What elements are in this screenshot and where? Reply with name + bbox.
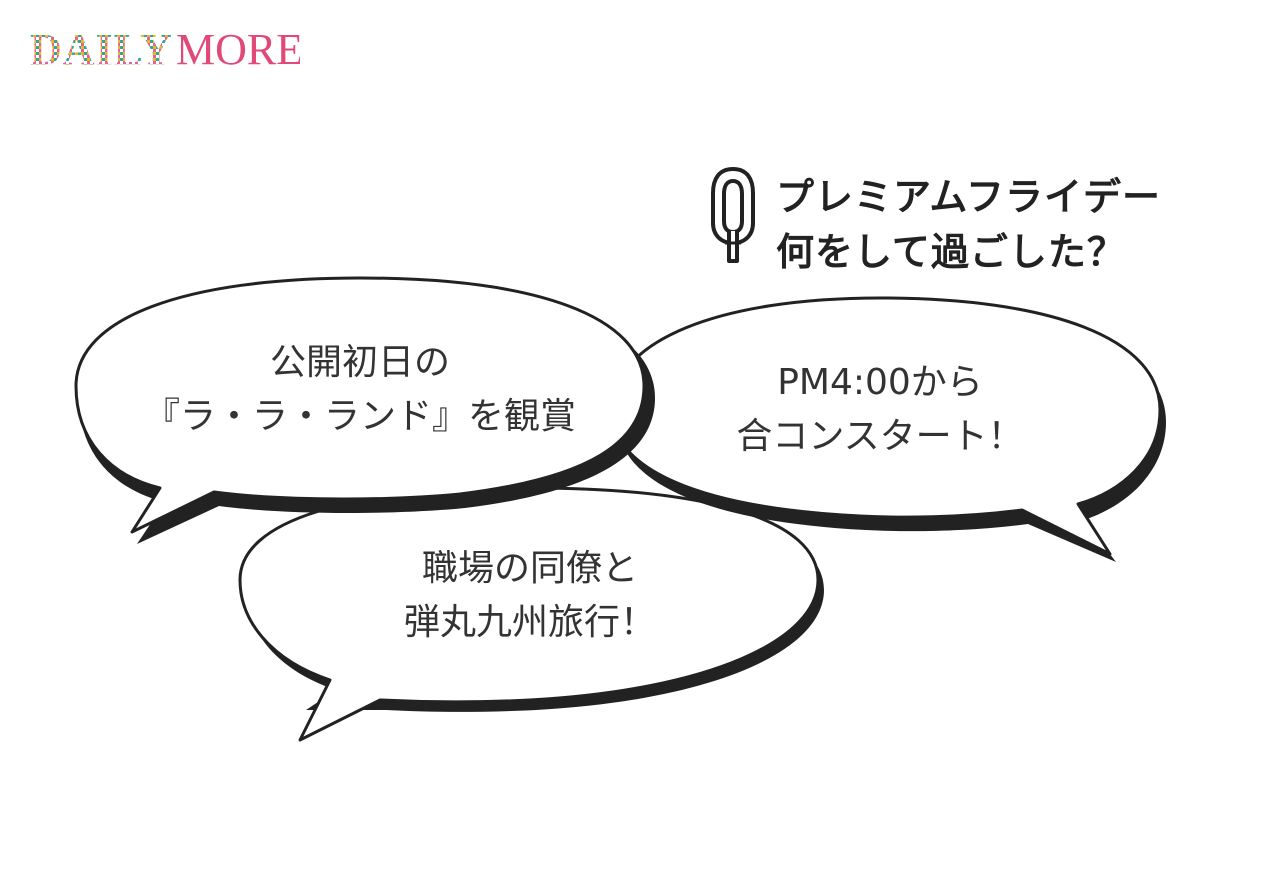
question-title-line2: 何をして過ごした？ [776,230,1126,274]
answer-1-line2: 『ラ・ラ・ランド』を観賞 [143,396,576,437]
answer-3-line1: 職場の同僚と [421,548,638,589]
answer-bubble-1: 公開初日の 『ラ・ラ・ランド』を観賞 [140,336,580,444]
logo-daily: DAILY [30,28,173,70]
q-letter-icon [711,166,755,263]
bubble-1-shape [74,276,655,544]
answer-1-line1: 公開初日の [269,342,450,383]
answer-2-line1: PM4:00から [777,362,983,403]
answer-3-line2: 弾丸九州旅行！ [403,602,656,643]
answer-bubble-3: 職場の同僚と 弾丸九州旅行！ [310,542,750,650]
question-title-line1: プレミアムフライデー [776,175,1162,219]
answer-bubble-2: PM4:00から 合コンスタート！ [660,356,1100,464]
bubble-2-shape [610,296,1166,562]
daily-more-logo: DAILY MORE [30,28,300,70]
answer-2-line2: 合コンスタート！ [736,416,1024,457]
logo-more: MORE [176,28,300,70]
bubble-3-shape [238,486,824,742]
